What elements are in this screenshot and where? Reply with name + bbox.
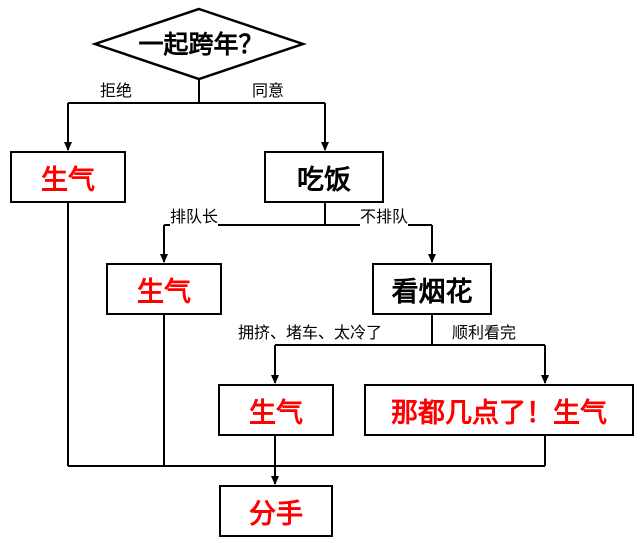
edge-label-reject: 拒绝 bbox=[100, 77, 133, 101]
node-angry-late: 那都几点了！生气 bbox=[364, 384, 634, 436]
edge-label-crowded: 拥挤、堵车、太冷了 bbox=[238, 319, 383, 343]
edge-label-agree: 同意 bbox=[252, 77, 285, 101]
edge-label-no-queue: 不排队 bbox=[360, 203, 409, 227]
node-dinner: 吃饭 bbox=[264, 151, 384, 203]
edge-label-smooth: 顺利看完 bbox=[452, 319, 517, 343]
node-fireworks: 看烟花 bbox=[372, 263, 492, 315]
node-breakup: 分手 bbox=[219, 485, 333, 537]
edge-label-long-queue: 排队长 bbox=[170, 203, 219, 227]
node-angry-reject: 生气 bbox=[10, 151, 126, 203]
node-angry-crowded: 生气 bbox=[218, 384, 334, 436]
decision-text: 一起跨年？ bbox=[138, 30, 264, 59]
node-angry-queue: 生气 bbox=[106, 263, 222, 315]
